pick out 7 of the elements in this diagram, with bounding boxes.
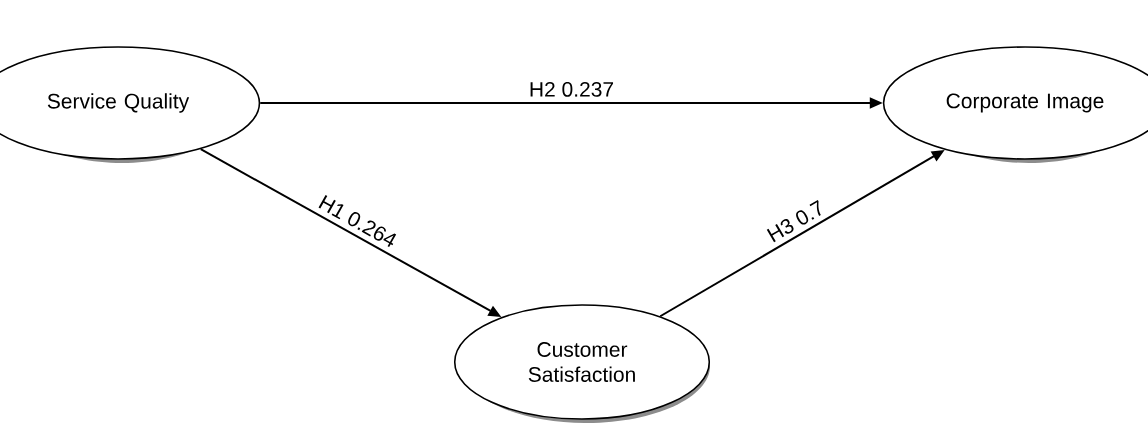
ellipse-node: Corporate Image [882, 46, 1148, 163]
edge-label: H3 0.7 [766, 200, 821, 243]
ellipse-node: Customer Satisfaction [453, 304, 711, 423]
node-label: Corporate Image [946, 93, 1104, 113]
edge-label: H1 0.264 [318, 195, 397, 247]
node-label: Customer Satisfaction [528, 342, 635, 382]
edge-label: H2 0.237 [530, 81, 614, 97]
